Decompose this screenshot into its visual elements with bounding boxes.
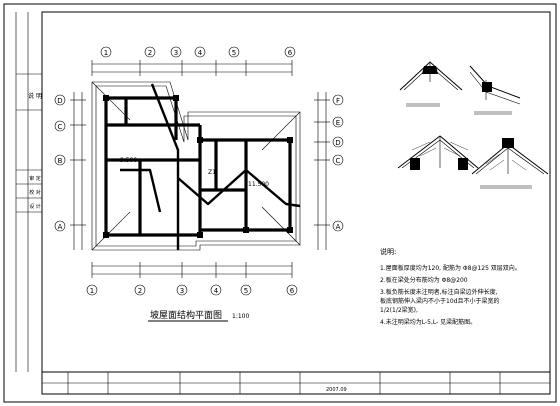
svg-text:5: 5 xyxy=(244,287,248,295)
structural-beams xyxy=(104,96,292,237)
note-line-1: 1.屋面板厚度均为120, 配筋为 Φ8@125 双层双向。 xyxy=(380,264,521,272)
left-grid-bubbles: D C B A xyxy=(54,94,66,232)
notes-heading: 说明: xyxy=(380,247,396,256)
right-grid-bubbles: F E D C A xyxy=(332,94,344,232)
elevation-label-right: 11.500 xyxy=(248,181,269,188)
plan-title: 坡屋面结构平面图 xyxy=(150,309,222,321)
svg-text:1: 1 xyxy=(104,49,108,57)
note-line-6: 4.未注明梁均为L-5,L- 见梁配筋图。 xyxy=(380,318,476,326)
grid-bubble-bottom-3 xyxy=(176,284,188,296)
top-dimension-lines xyxy=(91,60,293,76)
detail-section-2 xyxy=(469,65,521,115)
elevation-label-left: 9.500 xyxy=(120,157,137,164)
svg-text:5: 5 xyxy=(232,49,236,57)
svg-text:4: 4 xyxy=(198,49,203,57)
grid-bubble-left-d xyxy=(54,94,66,106)
grid-bubble-left-c xyxy=(54,120,66,132)
svg-text:B: B xyxy=(58,157,63,165)
detail-section-4 xyxy=(471,138,549,189)
column xyxy=(243,227,249,233)
grid-bubble-top-2 xyxy=(144,46,156,58)
grid-bubble-bottom-4 xyxy=(210,284,222,296)
column xyxy=(197,232,203,238)
svg-text:3: 3 xyxy=(174,49,178,57)
svg-text:6: 6 xyxy=(288,49,293,57)
detail-section-3 xyxy=(397,135,479,170)
top-grid-bubbles: 1 2 3 4 5 6 xyxy=(100,46,296,58)
grid-bubble-left-a xyxy=(54,220,66,232)
title-block: 2007.09 xyxy=(41,371,551,395)
columns xyxy=(103,95,293,238)
strip-label-design: 设 计 xyxy=(29,203,41,210)
note-line-5: 1/2(1/2梁宽), xyxy=(380,306,418,314)
bottom-grid-bubbles: 1 2 3 4 5 6 xyxy=(86,284,298,296)
grid-bubble-right-a xyxy=(332,220,344,232)
roof-structure-plan: 1 2 3 4 5 6 D C B xyxy=(54,46,344,322)
right-dimension-lines xyxy=(314,92,330,250)
grid-bubble-right-d xyxy=(332,136,344,148)
column xyxy=(287,227,293,233)
svg-text:A: A xyxy=(336,223,341,231)
svg-text:D: D xyxy=(57,97,62,105)
plan-scale: 1:100 xyxy=(232,313,249,320)
title-block-date: 2007.09 xyxy=(326,387,347,393)
column xyxy=(197,137,203,143)
left-dimension-lines xyxy=(70,92,86,250)
grid-bubble-bottom-2 xyxy=(134,284,146,296)
notes-block: 说明: 1.屋面板厚度均为120, 配筋为 Φ8@125 双层双向。 2.板在梁… xyxy=(380,247,521,326)
column-tag: Z1 xyxy=(208,169,216,176)
strip-label-approve: 审 定 xyxy=(29,175,41,182)
grid-bubble-top-3 xyxy=(170,46,182,58)
grid-bubble-top-4 xyxy=(194,46,206,58)
svg-text:F: F xyxy=(336,97,340,105)
bottom-dimension-lines xyxy=(91,262,293,278)
grid-bubble-bottom-5 xyxy=(240,284,252,296)
svg-text:4: 4 xyxy=(214,287,219,295)
detail-section-1 xyxy=(399,61,463,107)
svg-text:C: C xyxy=(58,123,63,131)
sheet-outer-border xyxy=(3,3,557,403)
grid-bubble-right-c xyxy=(332,154,344,166)
svg-text:D: D xyxy=(335,139,340,147)
column xyxy=(287,137,293,143)
svg-text:1: 1 xyxy=(90,287,94,295)
note-line-2: 2.板在梁处分布筋均为 Φ8@200 xyxy=(380,276,468,284)
svg-text:E: E xyxy=(336,119,340,127)
left-binding-strip: 说 明 审 定 校 对 设 计 xyxy=(15,12,42,372)
column xyxy=(103,95,109,101)
svg-text:6: 6 xyxy=(290,287,295,295)
roof-outline xyxy=(91,81,301,251)
svg-text:2: 2 xyxy=(138,287,142,295)
grid-bubble-top-1 xyxy=(100,46,112,58)
grid-bubble-right-f xyxy=(332,94,344,106)
svg-text:C: C xyxy=(336,157,341,165)
grid-bubble-top-5 xyxy=(228,46,240,58)
strip-label-check: 校 对 xyxy=(29,189,41,196)
svg-text:A: A xyxy=(58,223,63,231)
grid-bubble-bottom-1 xyxy=(86,284,98,296)
strip-label-notes: 说 明 xyxy=(28,92,42,100)
grid-bubble-left-b xyxy=(54,154,66,166)
note-line-4: 板底钢筋伸入梁内不小于10d且不小于梁宽的 xyxy=(380,297,499,305)
grid-bubble-top-6 xyxy=(284,46,296,58)
svg-text:2: 2 xyxy=(148,49,152,57)
column xyxy=(103,232,109,238)
grid-bubble-bottom-6 xyxy=(286,284,298,296)
ridge-lines xyxy=(120,83,301,250)
svg-text:3: 3 xyxy=(180,287,184,295)
note-line-3: 3.板负筋长度未注明者,标注自梁边外伸长度, xyxy=(380,288,498,296)
column xyxy=(173,95,179,101)
grid-bubble-right-e xyxy=(332,116,344,128)
